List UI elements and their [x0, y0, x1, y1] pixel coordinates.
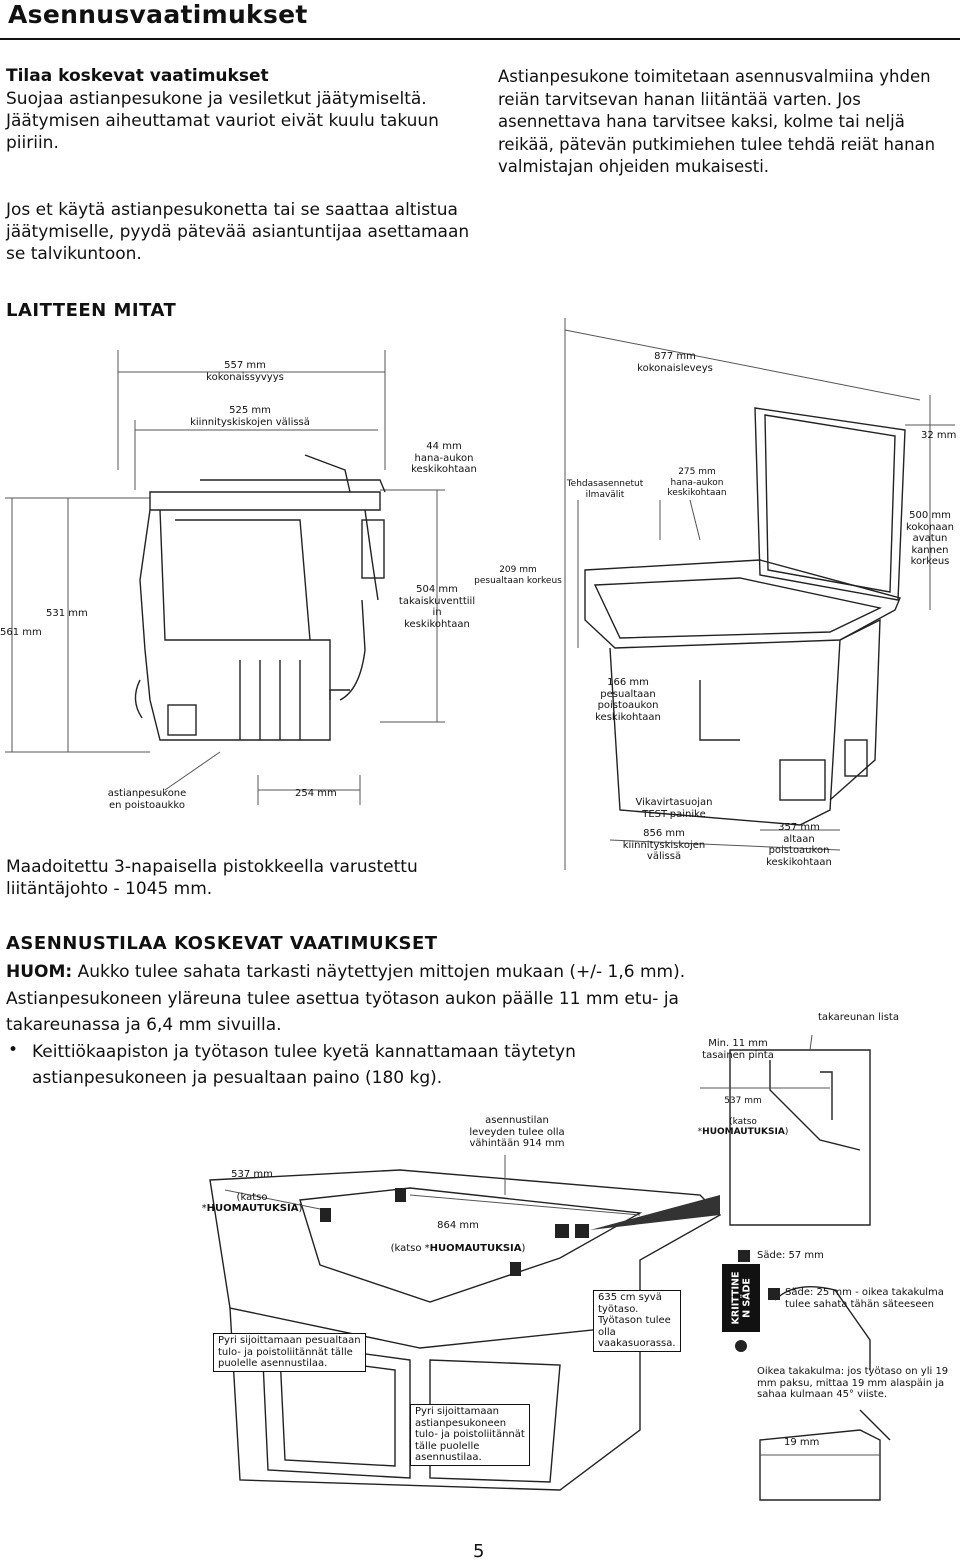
front-sink-height: 209 mm pesualtaan korkeus: [474, 565, 562, 586]
marker-b-icon: [738, 1250, 750, 1262]
bullet-dot: •: [8, 1040, 19, 1060]
side-faucet-center: 44 mm hana-aukon keskikohtaan: [411, 441, 477, 475]
side-height-left: 561 mm: [0, 627, 42, 638]
front-width-total: 877 mm kokonaisleveys: [637, 351, 713, 374]
detail-drawing: [700, 1034, 891, 1501]
cord-note: Maadoitettu 3-napaisella pistokkeella va…: [6, 857, 418, 899]
faucet-note: Astianpesukone toimitetaan asennusvalmii…: [498, 67, 936, 176]
cab-width-val: 864 mm: [437, 1219, 479, 1231]
cab-depth-left-note-a: (katso *: [201, 1191, 268, 1215]
cab-counter-depth: 635 cm syvä työtaso. Työtason tulee olla…: [593, 1290, 681, 1352]
cab-right-side-note: Pyri sijoittamaan astianpesukoneen tulo-…: [410, 1404, 530, 1466]
detail-dim-19: 19 mm: [784, 1437, 820, 1448]
freezing-para-1: Suojaa astianpesukone ja vesiletkut jäät…: [6, 89, 439, 153]
cab-depth-left-note-b: HUOMAUTUKSIA: [206, 1203, 299, 1214]
install-bullet: Keittiökaapiston ja työtason tulee kyetä…: [32, 1042, 576, 1088]
side-drain-dim: 254 mm: [295, 788, 337, 799]
detail-depth-val: 537 mm: [724, 1095, 762, 1106]
detail-corner: Oikea takakulma: jos työtaso on yli 19 m…: [757, 1366, 949, 1400]
cab-depth-left-note-c: ): [298, 1203, 303, 1214]
cab-space-width: asennustilan leveyden tulee olla vähintä…: [469, 1115, 565, 1149]
detail-depth-note-c: ): [784, 1127, 789, 1137]
freezing-heading: Tilaa koskevat vaatimukset: [6, 66, 269, 86]
front-gfci: Vikavirtasuojan TEST-painike: [635, 797, 713, 820]
side-height-inner: 531 mm: [46, 608, 88, 619]
page-number: 5: [473, 1541, 485, 1562]
cab-width-note-b: HUOMAUTUKSIA: [429, 1242, 522, 1254]
detail-radius-57: Säde: 57 mm: [757, 1250, 824, 1261]
cab-depth-left: 537 mm (katso *HUOMAUTUKSIA): [192, 1157, 312, 1215]
front-vents: Tehdasasennetut ilmavälit: [566, 479, 644, 500]
cab-left-side-note: Pyri sijoittamaan pesualtaan tulo- ja po…: [213, 1333, 366, 1372]
detail-back-strip: takareunan lista: [818, 1012, 899, 1023]
page-title: Asennusvaatimukset: [8, 0, 308, 29]
side-depth-total: 557 mm kokonaissyvyys: [206, 360, 284, 383]
install-heading: ASENNUSTILAA KOSKEVAT VAATIMUKSET: [6, 933, 438, 954]
title-rule: [0, 38, 960, 40]
freezing-para-2: Jos et käytä astianpesukonetta tai se sa…: [6, 200, 470, 264]
cab-width-note-c: ): [521, 1242, 526, 1254]
cab-depth-left-val: 537 mm: [231, 1168, 273, 1180]
detail-depth-note-a: (katso *: [697, 1116, 757, 1138]
front-rails: 856 mm kiinnityskiskojen välissä: [622, 828, 706, 862]
marker-d-icon: [735, 1340, 747, 1352]
side-drain-label: astianpesukone en poistoaukko: [107, 788, 187, 811]
front-basin-drain: 357 mm altaan poistoaukon keskikohtaan: [766, 822, 832, 868]
cab-width-note-a: (katso *: [390, 1242, 430, 1254]
front-lid-depth: 32 mm: [921, 430, 957, 441]
side-view-drawing: [5, 350, 445, 805]
marker-c-icon: [768, 1288, 780, 1300]
detail-min-flat: Min. 11 mm tasainen pinta: [702, 1038, 774, 1061]
install-note: HUOM: Aukko tulee sahata tarkasti näytet…: [6, 959, 706, 1039]
detail-depth: 537 mm (katso *HUOMAUTUKSIA): [688, 1085, 798, 1138]
critical-radius-text: KRIITTINE N SÄDE: [730, 1271, 752, 1325]
front-lid-height: 500 mm kokonaan avatun kannen korkeus: [905, 510, 955, 567]
install-note-label: HUOM:: [6, 962, 73, 982]
critical-radius-badge: KRIITTINE N SÄDE: [722, 1264, 760, 1332]
detail-depth-note-b: HUOMAUTUKSIA: [702, 1127, 785, 1137]
front-sink-drain: 166 mm pesualtaan poistoaukon keskikohta…: [595, 677, 661, 723]
front-faucet-center: 275 mm hana-aukon keskikohtaan: [667, 467, 727, 498]
side-rails: 525 mm kiinnityskiskojen välissä: [190, 405, 310, 428]
dimensions-heading: LAITTEEN MITAT: [6, 300, 177, 321]
detail-radius-25: Säde: 25 mm - oikea takakulma tulee saha…: [785, 1287, 944, 1310]
cab-width: 864 mm (katso *HUOMAUTUKSIA): [388, 1208, 528, 1254]
front-view-drawing: [564, 318, 955, 870]
install-note-text: Aukko tulee sahata tarkasti näytettyjen …: [6, 962, 686, 1035]
side-check-valve: 504 mm takaiskuventtiil in keskikohtaan: [398, 584, 476, 630]
